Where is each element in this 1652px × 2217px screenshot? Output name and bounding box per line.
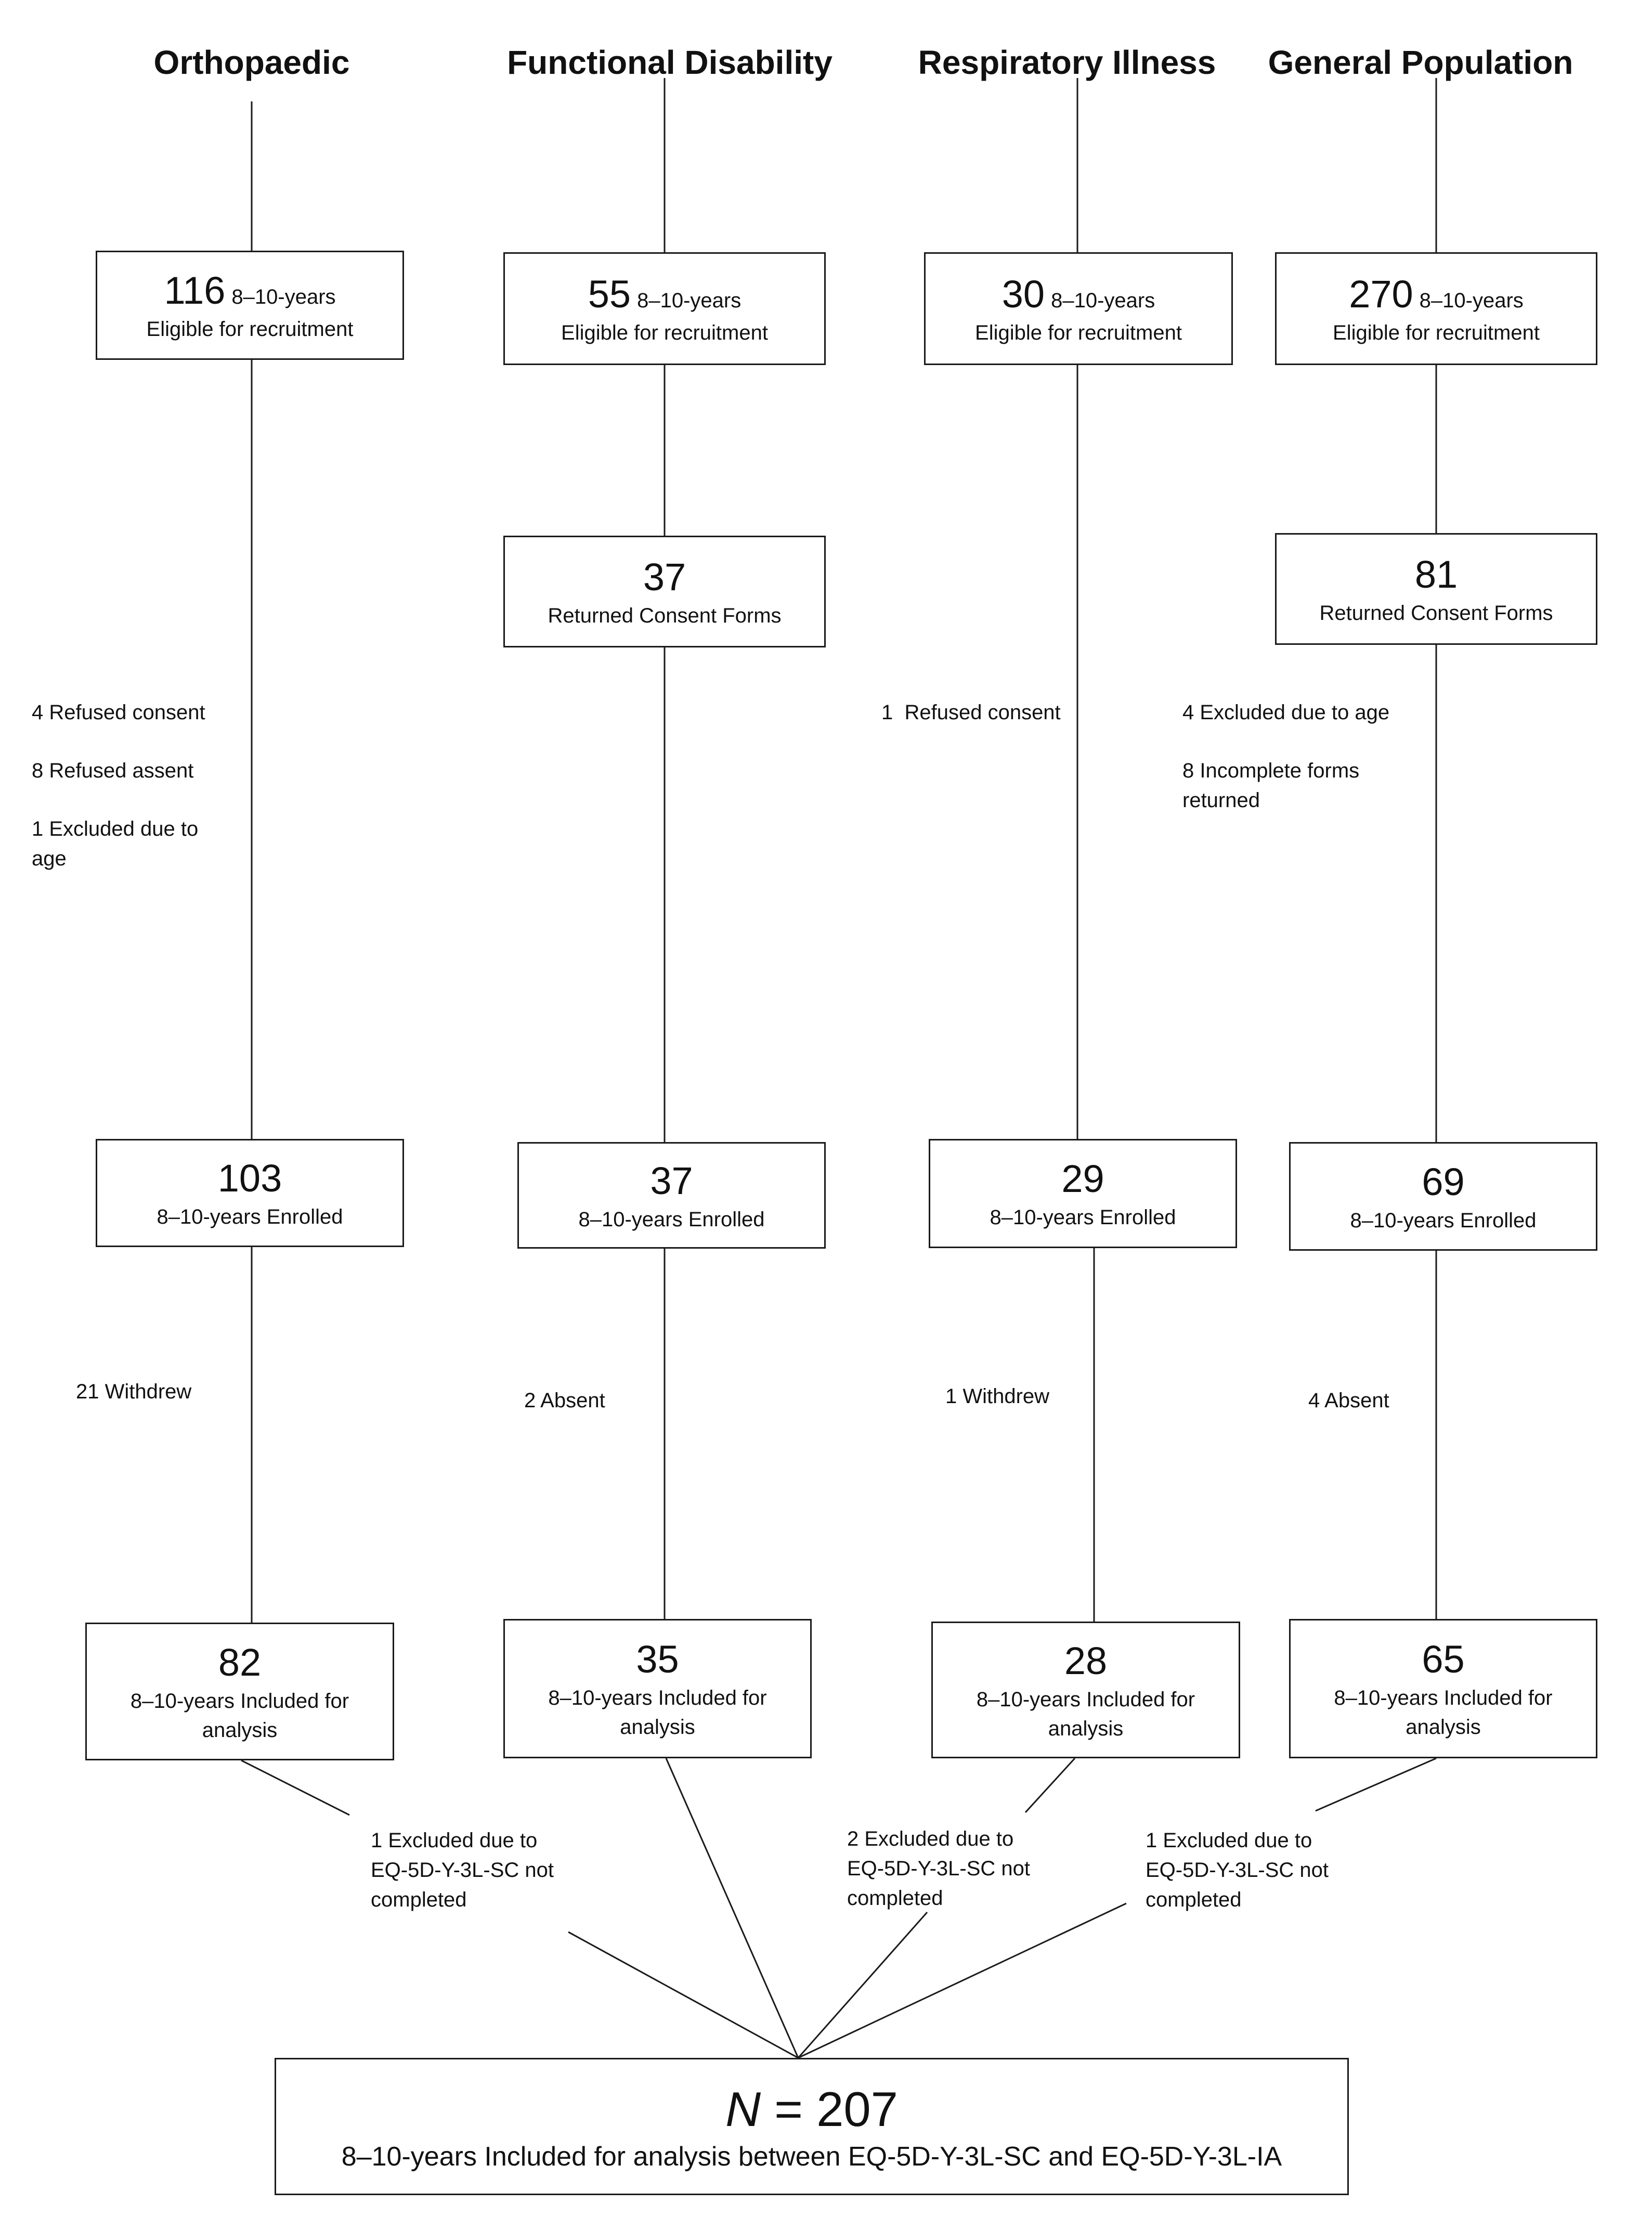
unit: 8–10-years — [637, 289, 742, 312]
exclusion-note-bottom-1: 1 Excluded due to EQ-5D-Y-3L-SC not comp… — [371, 1826, 554, 1915]
column-header-orthopaedic: Orthopaedic — [153, 44, 350, 81]
exclusion-note-respiratory-illness: 1 Refused consent — [881, 698, 1061, 728]
note-line: 8 Incomplete forms — [1182, 759, 1360, 782]
included-box-functional-disability: 35 8–10-years Included for analysis — [503, 1619, 812, 1758]
label: analysis — [202, 1718, 278, 1742]
label: Eligible for recruitment — [975, 321, 1182, 344]
count: 35 — [636, 1638, 679, 1681]
label: 8–10-years Included for — [548, 1687, 767, 1709]
total-count: N = 207 — [725, 2079, 898, 2140]
label: analysis — [1048, 1717, 1124, 1740]
eligible-box-general-population: 270 8–10-years Eligible for recruitment — [1275, 252, 1597, 365]
connector — [797, 1912, 928, 2058]
count: 103 — [217, 1157, 282, 1200]
count: 29 — [1061, 1157, 1104, 1200]
label: Returned Consent Forms — [548, 604, 782, 627]
connector — [665, 1758, 799, 2058]
note-line: 1 Excluded due to — [1146, 1829, 1312, 1852]
absent-note-functional-disability: 2 Absent — [524, 1389, 605, 1412]
count: 270 — [1349, 272, 1413, 316]
label: Returned Consent Forms — [1319, 601, 1553, 625]
count: 37 — [650, 1159, 693, 1202]
consent-box-functional-disability: 37 Returned Consent Forms — [503, 536, 826, 647]
note-line: returned — [1182, 789, 1260, 812]
note-line: 2 Excluded due to — [847, 1827, 1014, 1850]
count: 116 — [164, 269, 226, 312]
note-line: 1 Refused consent — [881, 701, 1061, 724]
included-box-general-population: 65 8–10-years Included for analysis — [1289, 1619, 1597, 1758]
label: Eligible for recruitment — [561, 321, 768, 344]
connector — [568, 1931, 799, 2059]
connector — [1024, 1757, 1076, 1813]
unit: 8–10-years — [231, 286, 336, 308]
included-box-orthopaedic: 82 8–10-years Included for analysis — [85, 1623, 394, 1760]
label: 8–10-years Included for — [1334, 1687, 1553, 1709]
note-line: 1 Excluded due to — [371, 1829, 538, 1852]
note-line: EQ-5D-Y-3L-SC not — [371, 1859, 554, 1882]
label: 8–10-years Enrolled — [157, 1205, 343, 1228]
unit: 8–10-years — [1419, 289, 1524, 312]
label: 8–10-years Enrolled — [990, 1206, 1176, 1229]
enrolled-box-orthopaedic: 103 8–10-years Enrolled — [96, 1139, 404, 1247]
note-line: age — [32, 847, 67, 870]
label: 8–10-years Included for — [130, 1689, 349, 1713]
connector — [241, 1759, 350, 1816]
note-line: 1 Excluded due to — [32, 818, 199, 840]
label: Eligible for recruitment — [146, 318, 354, 341]
column-header-functional-disability: Functional Disability — [507, 44, 832, 81]
count: 55 — [588, 272, 631, 316]
label: 8–10-years Included for — [976, 1688, 1195, 1711]
count: 65 — [1422, 1638, 1465, 1681]
unit: 8–10-years — [1051, 289, 1155, 312]
note-line: EQ-5D-Y-3L-SC not — [1146, 1859, 1329, 1882]
column-header-respiratory-illness: Respiratory Illness — [918, 44, 1216, 81]
exclusion-note-bottom-3: 1 Excluded due to EQ-5D-Y-3L-SC not comp… — [1146, 1826, 1329, 1915]
exclusion-note-bottom-2: 2 Excluded due to EQ-5D-Y-3L-SC not comp… — [847, 1824, 1030, 1913]
label: analysis — [620, 1716, 695, 1739]
count: 37 — [643, 555, 686, 599]
included-box-respiratory-illness: 28 8–10-years Included for analysis — [931, 1622, 1240, 1758]
label: 8–10-years Enrolled — [1350, 1209, 1537, 1232]
note-line: 4 Refused consent — [32, 701, 205, 724]
note-line: completed — [371, 1888, 467, 1911]
connector — [798, 1902, 1127, 2059]
note-line: EQ-5D-Y-3L-SC not — [847, 1857, 1030, 1880]
withdrew-note-respiratory-illness: 1 Withdrew — [945, 1385, 1050, 1408]
count: 28 — [1064, 1639, 1108, 1682]
eligible-box-respiratory-illness: 30 8–10-years Eligible for recruitment — [924, 252, 1233, 365]
count: 82 — [218, 1640, 262, 1684]
column-header-general-population: General Population — [1268, 44, 1573, 81]
final-label: 8–10-years Included for analysis between… — [341, 2142, 1282, 2172]
final-total-box: N = 207 8–10-years Included for analysis… — [275, 2058, 1349, 2195]
count: 69 — [1422, 1160, 1465, 1203]
enrolled-box-general-population: 69 8–10-years Enrolled — [1289, 1142, 1597, 1251]
withdrew-note-orthopaedic: 21 Withdrew — [76, 1380, 192, 1403]
label: Eligible for recruitment — [1333, 321, 1540, 344]
note-line: completed — [847, 1887, 943, 1910]
note-line: completed — [1146, 1888, 1242, 1911]
note-line: 4 Excluded due to age — [1182, 701, 1390, 724]
count: 30 — [1001, 272, 1045, 316]
label: analysis — [1406, 1716, 1481, 1739]
exclusion-note-orthopaedic: 4 Refused consent 8 Refused assent 1 Exc… — [32, 698, 205, 874]
n-symbol: N — [725, 2082, 761, 2136]
label: 8–10-years Enrolled — [578, 1208, 765, 1231]
count: 81 — [1414, 552, 1458, 596]
absent-note-general-population: 4 Absent — [1308, 1389, 1389, 1412]
exclusion-note-general-population: 4 Excluded due to age 8 Incomplete forms… — [1182, 698, 1389, 815]
consent-box-general-population: 81 Returned Consent Forms — [1275, 533, 1597, 645]
n-value: = 207 — [760, 2082, 898, 2136]
enrolled-box-functional-disability: 37 8–10-years Enrolled — [517, 1142, 826, 1249]
note-line: 8 Refused assent — [32, 759, 194, 782]
connector — [1315, 1757, 1437, 1812]
eligible-box-functional-disability: 55 8–10-years Eligible for recruitment — [503, 252, 826, 365]
enrolled-box-respiratory-illness: 29 8–10-years Enrolled — [929, 1139, 1237, 1248]
